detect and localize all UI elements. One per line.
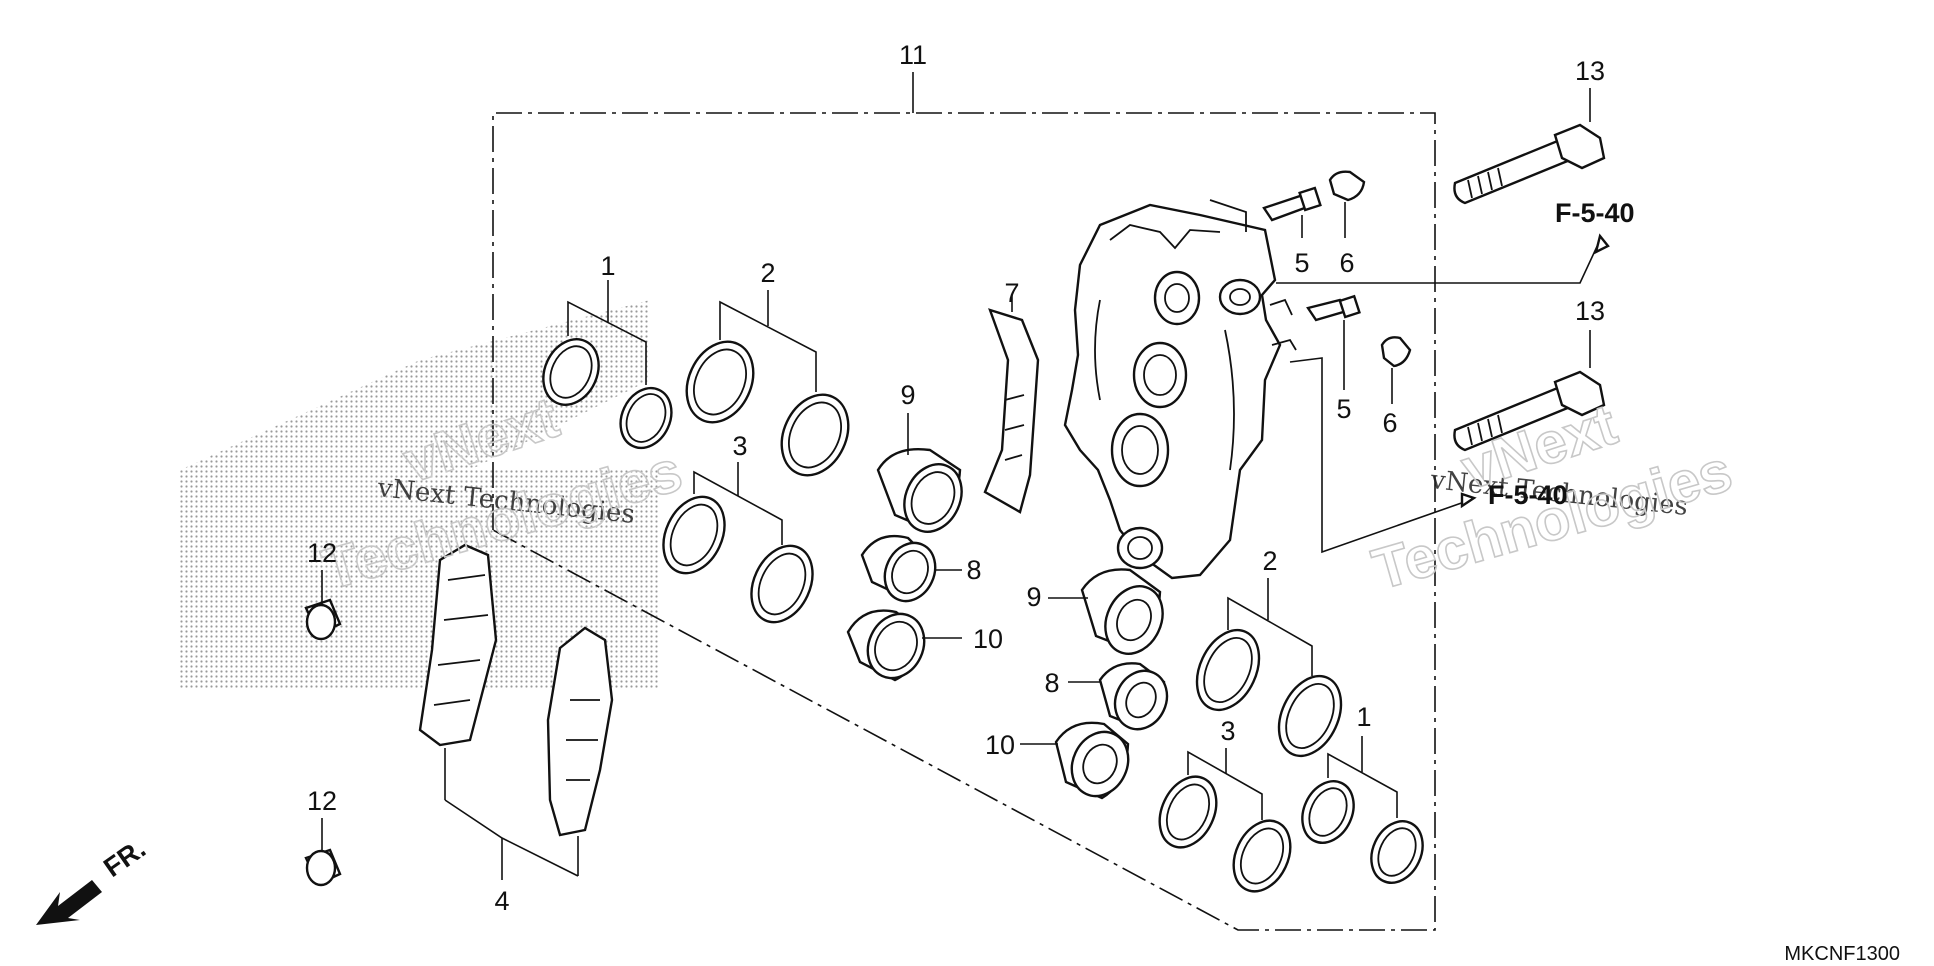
caliper-body [1063,199,1297,580]
seal-1-upper [542,280,673,450]
brake-pad-front [418,543,498,800]
bleeder-5-lower [1306,294,1361,390]
callout-10-lower[interactable]: 10 [985,730,1015,760]
ref-leader-top [1276,239,1601,284]
callout-8-upper[interactable]: 8 [966,555,981,585]
callout-1-upper[interactable]: 1 [600,251,615,281]
assembly-boundary [492,112,1436,931]
piston-9-upper [876,413,963,533]
sleeve-12-upper [304,570,342,641]
piston-8-lower [1068,662,1169,731]
callout-2-lower[interactable]: 2 [1262,546,1277,576]
cap-6-upper [1328,170,1366,238]
front-direction-arrow: FR. [36,833,151,925]
brake-pad-rear [546,626,614,876]
callout-7[interactable]: 7 [1004,278,1019,308]
callout-4[interactable]: 4 [494,886,509,916]
piston-8-upper [860,534,962,603]
bolt-13-lower [1453,330,1606,452]
callout-6-upper[interactable]: 6 [1339,248,1354,278]
bolt-13-upper [1453,88,1606,205]
seal-3-upper [662,462,814,624]
callout-9-upper[interactable]: 9 [900,380,915,410]
callout-13-upper[interactable]: 13 [1575,56,1605,86]
callout-12-lower[interactable]: 12 [307,786,337,816]
piston-9-lower [1048,568,1164,655]
cap-6-lower [1380,336,1412,404]
callout-12-upper[interactable]: 12 [307,538,337,568]
callout-13-lower[interactable]: 13 [1575,296,1605,326]
bleeder-5-upper [1262,186,1322,238]
callout-5-lower[interactable]: 5 [1336,394,1351,424]
direction-label: FR. [98,833,151,883]
reference-label-mid[interactable]: F-5-40 [1488,480,1568,510]
seal-2-upper [685,290,850,477]
seal-3-lower [1158,748,1292,893]
callout-3-upper[interactable]: 3 [732,431,747,461]
callout-8-lower[interactable]: 8 [1044,668,1059,698]
callout-5-upper[interactable]: 5 [1294,248,1309,278]
seal-1-lower [1301,736,1424,884]
callout-3-lower[interactable]: 3 [1220,716,1235,746]
callout-9-lower[interactable]: 9 [1026,582,1041,612]
callout-10-upper[interactable]: 10 [973,624,1003,654]
callout-6-lower[interactable]: 6 [1382,408,1397,438]
background-logo [180,300,660,690]
pad-spring-7 [983,295,1040,514]
seal-2-lower [1195,578,1343,758]
piston-10-lower [1020,721,1130,800]
ref-leader-mid [1289,357,1471,554]
reference-label-top[interactable]: F-5-40 [1555,198,1635,228]
diagram-code: MKCNF1300 [1784,943,1900,965]
sleeve-12-lower [304,818,342,887]
callout-1-lower[interactable]: 1 [1356,702,1371,732]
piston-10-upper [846,609,962,682]
callout-2-upper[interactable]: 2 [760,258,775,288]
callout-11[interactable]: 11 [899,40,927,70]
